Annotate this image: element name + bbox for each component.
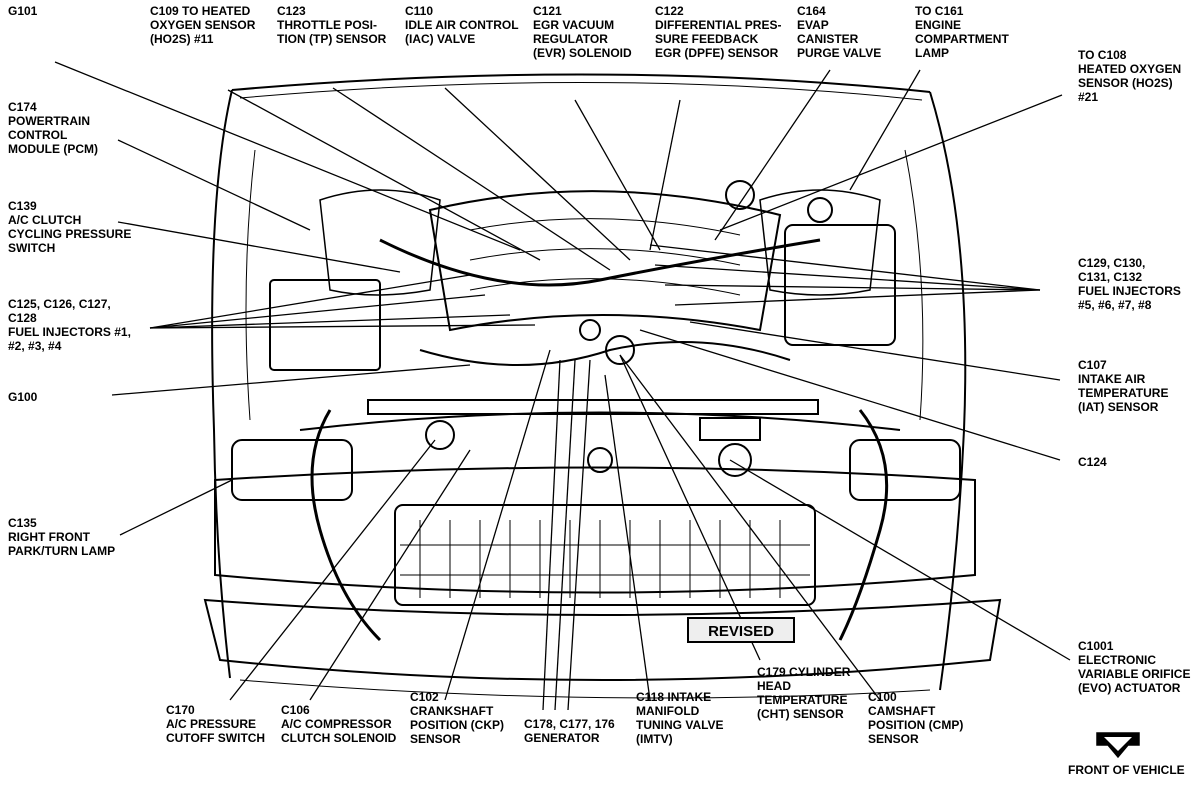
engine-bay-drawing	[203, 73, 1002, 699]
label-c107: C107 INTAKE AIR TEMPERATURE (IAT) SENSOR	[1078, 358, 1169, 414]
label-c161: TO C161 ENGINE COMPARTMENT LAMP	[915, 4, 1009, 60]
label-g101: G101	[8, 4, 38, 18]
label-c118: C118 INTAKE MANIFOLD TUNING VALVE (IMTV)	[636, 690, 724, 746]
label-c1001: C1001 ELECTRONIC VARIABLE ORIFICE (EVO) …	[1078, 639, 1191, 695]
label-c174: C174 POWERTRAIN CONTROL MODULE (PCM)	[8, 100, 98, 156]
label-c106: C106 A/C COMPRESSOR CLUTCH SOLENOID	[281, 703, 397, 745]
label-c102: C102 CRANKSHAFT POSITION (CKP) SENSOR	[410, 690, 505, 746]
label-c123: C123 THROTTLE POSI- TION (TP) SENSOR	[277, 4, 387, 46]
label-c108: TO C108 HEATED OXYGEN SENSOR (HO2S) #21	[1078, 48, 1182, 104]
front-arrow-icon	[1096, 732, 1140, 759]
front-of-vehicle-label: FRONT OF VEHICLE	[1068, 763, 1185, 777]
label-c139: C139 A/C CLUTCH CYCLING PRESSURE SWITCH	[8, 199, 132, 255]
label-c178: C178, C177, 176 GENERATOR	[524, 717, 615, 745]
label-c170: C170 A/C PRESSURE CUTOFF SWITCH	[166, 703, 266, 745]
label-c121: C121 EGR VACUUM REGULATOR (EVR) SOLENOID	[533, 4, 632, 60]
label-c122: C122 DIFFERENTIAL PRES- SURE FEEDBACK EG…	[655, 4, 782, 60]
label-c125: C125, C126, C127, C128 FUEL INJECTORS #1…	[8, 297, 131, 353]
leader-lines	[54, 61, 1071, 711]
label-c100: C100 CAMSHAFT POSITION (CMP) SENSOR	[868, 690, 964, 746]
label-c129: C129, C130, C131, C132 FUEL INJECTORS #5…	[1078, 256, 1181, 312]
label-c110: C110 IDLE AIR CONTROL (IAC) VALVE	[405, 4, 519, 46]
label-g100: G100	[8, 390, 38, 404]
label-c164: C164 EVAP CANISTER PURGE VALVE	[797, 4, 882, 60]
label-c135: C135 RIGHT FRONT PARK/TURN LAMP	[8, 516, 116, 558]
revised-badge: REVISED	[687, 617, 795, 643]
label-c179: C179 CYLINDER HEAD TEMPERATURE (CHT) SEN…	[757, 665, 851, 721]
label-c109: C109 TO HEATED OXYGEN SENSOR (HO2S) #11	[150, 4, 256, 46]
label-c124: C124	[1078, 455, 1107, 469]
